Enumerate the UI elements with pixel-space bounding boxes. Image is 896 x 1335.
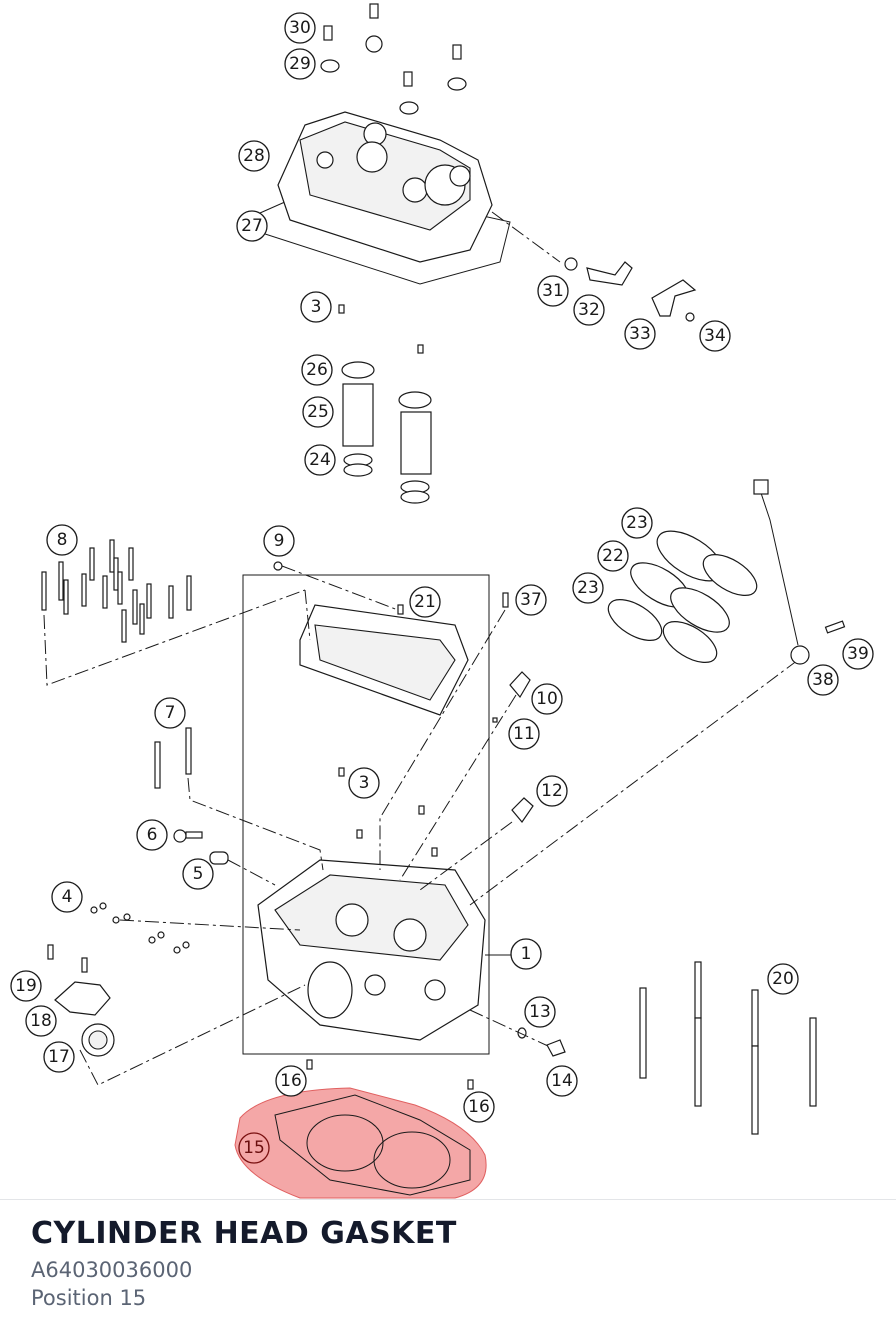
part-title: CYLINDER HEAD GASKET	[31, 1216, 457, 1251]
svg-text:20: 20	[772, 969, 794, 989]
callout-16-right[interactable]: 16	[463, 1091, 495, 1123]
callout-39[interactable]: 39	[842, 638, 874, 670]
callout-3-lower[interactable]: 3	[348, 767, 380, 799]
callout-24[interactable]: 24	[304, 444, 336, 476]
callout-5[interactable]: 5	[182, 858, 214, 890]
callout-26[interactable]: 26	[301, 354, 333, 386]
callout-17[interactable]: 17	[43, 1041, 75, 1073]
svg-text:6: 6	[147, 825, 158, 845]
spark-plug-tubes	[338, 304, 432, 504]
callout-21[interactable]: 21	[409, 586, 441, 618]
callout-23-upper[interactable]: 23	[621, 507, 653, 539]
callout-32[interactable]: 32	[573, 294, 605, 326]
cylinder-bolts	[639, 961, 817, 1135]
callout-8[interactable]: 8	[46, 524, 78, 556]
callout-10[interactable]: 10	[531, 683, 563, 715]
svg-text:30: 30	[289, 18, 311, 38]
svg-text:16: 16	[468, 1097, 490, 1117]
cover-bolts	[320, 3, 467, 115]
svg-text:27: 27	[241, 216, 263, 236]
svg-text:37: 37	[520, 590, 542, 610]
svg-text:5: 5	[193, 864, 204, 884]
cylinder-head-gasket-highlight[interactable]	[234, 1087, 487, 1199]
callout-13[interactable]: 13	[524, 996, 556, 1028]
selected-part-info: CYLINDER HEAD GASKET A64030036000 Positi…	[31, 1212, 457, 1312]
callout-6[interactable]: 6	[136, 819, 168, 851]
callout-22[interactable]: 22	[597, 540, 629, 572]
svg-text:26: 26	[306, 360, 328, 380]
section-divider	[0, 1199, 896, 1200]
svg-text:3: 3	[311, 297, 322, 317]
callout-28[interactable]: 28	[238, 140, 270, 172]
callout-4[interactable]: 4	[51, 881, 83, 913]
svg-text:15: 15	[243, 1138, 265, 1158]
svg-text:16: 16	[280, 1071, 302, 1091]
callout-30[interactable]: 30	[284, 12, 316, 44]
svg-text:4: 4	[62, 887, 73, 907]
svg-text:14: 14	[551, 1071, 573, 1091]
head-bolts	[41, 539, 192, 643]
callout-15-selected[interactable]: 15	[238, 1132, 270, 1164]
svg-text:34: 34	[704, 326, 726, 346]
svg-text:8: 8	[57, 530, 68, 550]
svg-text:29: 29	[289, 54, 311, 74]
svg-text:33: 33	[629, 324, 651, 344]
svg-text:25: 25	[307, 402, 329, 422]
svg-text:11: 11	[513, 724, 535, 744]
callout-20[interactable]: 20	[767, 963, 799, 995]
svg-text:1: 1	[521, 944, 532, 964]
callout-7[interactable]: 7	[154, 697, 186, 729]
callout-25[interactable]: 25	[302, 396, 334, 428]
exploded-parts-diagram: 1 3 3 4 5 6 7 8 9 10 11 12 13 14 15 16 1…	[10, 3, 874, 1199]
intake-boots	[607, 530, 758, 663]
callout-34[interactable]: 34	[699, 320, 731, 352]
callout-9[interactable]: 9	[263, 525, 295, 557]
callout-27[interactable]: 27	[236, 210, 268, 242]
cylinder-head-body	[257, 859, 486, 1041]
svg-text:23: 23	[577, 578, 599, 598]
svg-text:13: 13	[529, 1002, 551, 1022]
svg-text:32: 32	[578, 300, 600, 320]
valve-cover-assembly	[259, 3, 697, 322]
svg-text:39: 39	[847, 644, 869, 664]
svg-text:28: 28	[243, 146, 265, 166]
part-position: Position 15	[31, 1286, 147, 1310]
svg-text:10: 10	[536, 689, 558, 709]
svg-text:17: 17	[48, 1047, 70, 1067]
svg-text:18: 18	[30, 1011, 52, 1031]
svg-text:3: 3	[359, 773, 370, 793]
svg-text:9: 9	[274, 531, 285, 551]
callout-23-lower[interactable]: 23	[572, 572, 604, 604]
svg-text:12: 12	[541, 781, 563, 801]
svg-text:38: 38	[812, 670, 834, 690]
callout-29[interactable]: 29	[284, 48, 316, 80]
svg-text:23: 23	[626, 513, 648, 533]
svg-text:31: 31	[542, 281, 564, 301]
callout-38[interactable]: 38	[807, 664, 839, 696]
svg-text:19: 19	[15, 976, 37, 996]
callout-14[interactable]: 14	[546, 1065, 578, 1097]
callout-18[interactable]: 18	[25, 1005, 57, 1037]
svg-text:24: 24	[309, 450, 331, 470]
svg-text:21: 21	[414, 592, 436, 612]
callout-12[interactable]: 12	[536, 775, 568, 807]
svg-text:7: 7	[165, 703, 176, 723]
callout-1[interactable]: 1	[510, 938, 542, 970]
callout-31[interactable]: 31	[537, 275, 569, 307]
svg-text:22: 22	[602, 546, 624, 566]
callout-3-upper[interactable]: 3	[300, 291, 332, 323]
part-number: A64030036000	[31, 1258, 193, 1282]
callout-33[interactable]: 33	[624, 318, 656, 350]
callout-19[interactable]: 19	[10, 970, 42, 1002]
callout-16-left[interactable]: 16	[275, 1065, 307, 1097]
cylinder-head-frame	[242, 574, 490, 1055]
callout-11[interactable]: 11	[508, 718, 540, 750]
callout-37[interactable]: 37	[515, 584, 547, 616]
